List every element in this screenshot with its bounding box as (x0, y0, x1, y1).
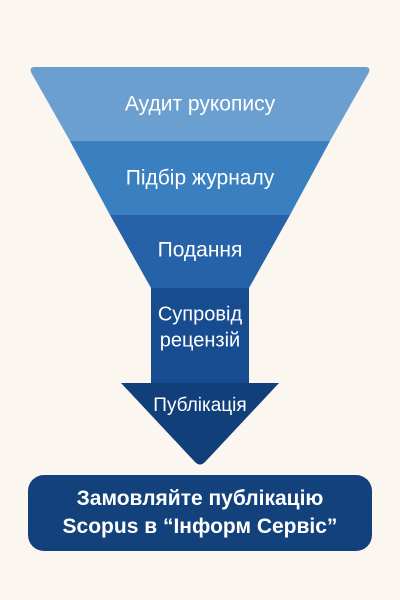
funnel-stage-4 (151, 288, 249, 383)
funnel-stage-1 (30, 67, 370, 141)
funnel-stage-5 (121, 383, 279, 465)
stage-label-journal: Підбір журналу (126, 167, 275, 190)
funnel-stage-2 (70, 141, 330, 215)
stage-label-review-line2: рецензій (160, 329, 240, 351)
stage-label-publication: Публікація (153, 395, 246, 416)
banner-line-1: Замовляйте публікацію (76, 487, 324, 510)
stage-label-audit: Аудит рукопису (125, 93, 276, 116)
stage-label-review-line1: Супровід (158, 303, 243, 325)
order-publication-banner[interactable]: Замовляйте публікацію Scopus в “Інформ С… (28, 475, 372, 551)
funnel-stage-3 (110, 215, 290, 288)
stage-label-submission: Подання (158, 239, 243, 262)
banner-line-2: Scopus в “Інформ Сервіс” (62, 515, 338, 538)
